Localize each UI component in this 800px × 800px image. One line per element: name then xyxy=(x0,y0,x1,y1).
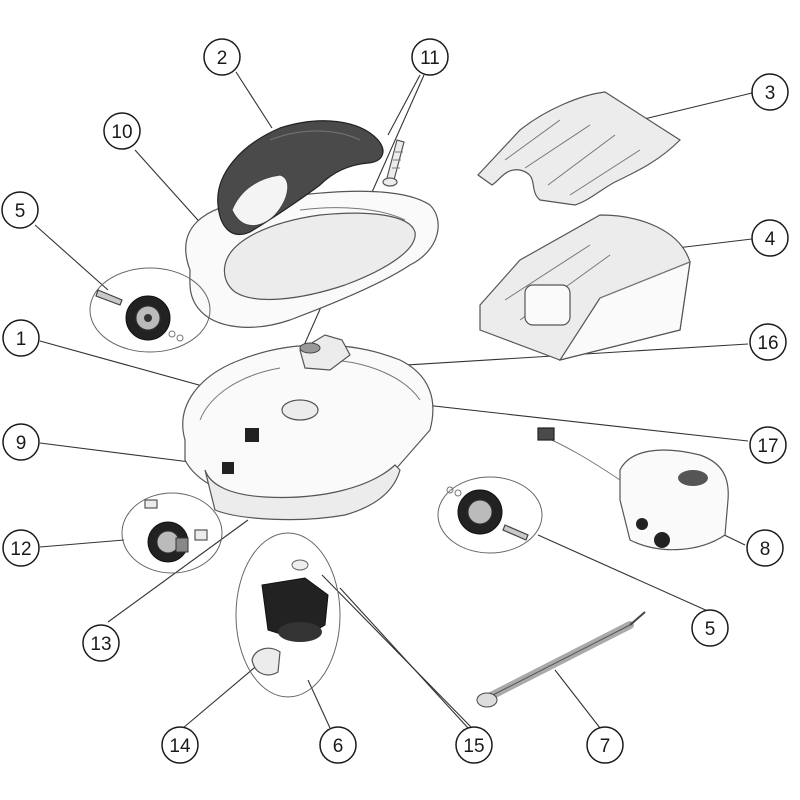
callout-15: 15 xyxy=(455,726,493,764)
svg-text:7: 7 xyxy=(600,736,611,757)
part-wheel-right-group xyxy=(437,476,543,554)
part-screw xyxy=(382,139,405,187)
svg-text:17: 17 xyxy=(757,436,778,457)
part-pump-outlet xyxy=(299,334,351,371)
callout-10: 10 xyxy=(103,112,141,150)
svg-text:16: 16 xyxy=(757,333,778,354)
callouts: 2 11 3 10 5 4 1 16 xyxy=(1,38,789,764)
part-motor-group xyxy=(235,532,341,698)
callout-16: 16 xyxy=(749,323,787,361)
callout-11: 11 xyxy=(411,38,449,76)
svg-text:1: 1 xyxy=(16,329,27,350)
svg-text:11: 11 xyxy=(420,48,440,69)
svg-text:13: 13 xyxy=(90,634,111,655)
callout-8: 8 xyxy=(746,529,784,567)
svg-text:10: 10 xyxy=(111,122,132,143)
part-cable xyxy=(476,611,646,708)
callout-14: 14 xyxy=(161,726,199,764)
svg-text:3: 3 xyxy=(765,83,776,104)
svg-text:4: 4 xyxy=(765,229,776,250)
callout-13: 13 xyxy=(82,624,120,662)
callout-6: 6 xyxy=(319,726,357,764)
part-wheel-left-group xyxy=(89,267,211,353)
part-filter-basket xyxy=(479,214,691,361)
svg-text:5: 5 xyxy=(705,619,716,640)
svg-text:12: 12 xyxy=(10,539,31,560)
svg-text:15: 15 xyxy=(463,736,484,757)
leader-lines xyxy=(34,71,753,729)
part-wheel-assembly-12 xyxy=(121,492,223,574)
callout-17: 17 xyxy=(749,426,787,464)
part-top-cover xyxy=(217,120,384,235)
callout-12: 12 xyxy=(2,529,40,567)
svg-text:5: 5 xyxy=(15,201,26,222)
svg-text:9: 9 xyxy=(16,433,27,454)
callout-5a: 5 xyxy=(1,191,39,229)
callout-4: 4 xyxy=(751,219,789,257)
callout-3: 3 xyxy=(751,73,789,111)
svg-text:2: 2 xyxy=(217,48,228,69)
callout-5b: 5 xyxy=(691,609,729,647)
callout-1: 1 xyxy=(2,319,40,357)
part-main-body xyxy=(182,344,434,521)
svg-text:6: 6 xyxy=(333,736,344,757)
callout-7: 7 xyxy=(586,726,624,764)
part-top-plate xyxy=(477,91,681,206)
svg-text:8: 8 xyxy=(760,539,771,560)
svg-text:14: 14 xyxy=(169,736,191,757)
callout-2: 2 xyxy=(203,38,241,76)
callout-9: 9 xyxy=(2,423,40,461)
part-power-supply xyxy=(537,427,729,551)
